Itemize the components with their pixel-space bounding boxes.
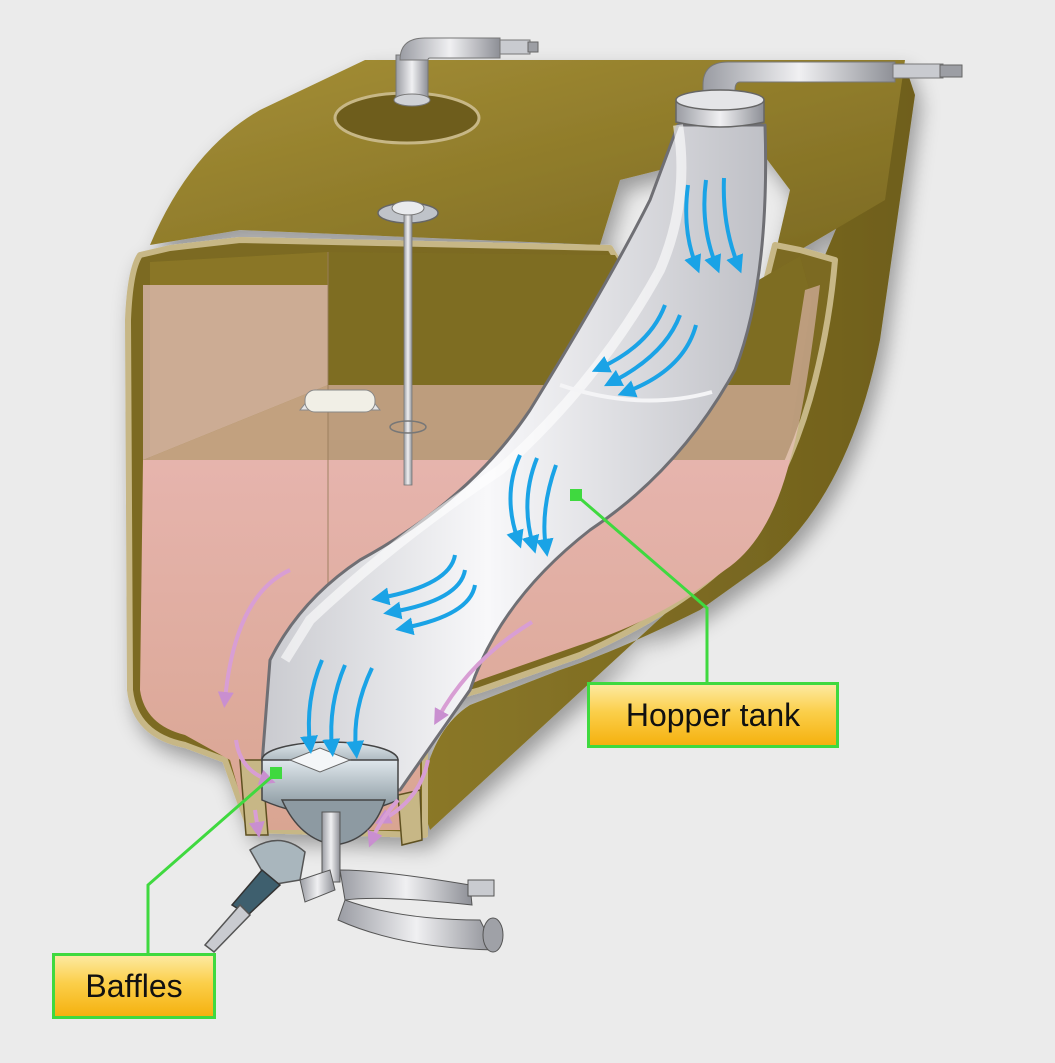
hopper-tank-label: Hopper tank bbox=[587, 682, 839, 748]
inflow-arrow-icon bbox=[217, 568, 291, 708]
baffles-leader bbox=[146, 767, 282, 953]
leader-dot-icon bbox=[570, 489, 582, 501]
inflow-arrow-icon bbox=[367, 798, 400, 848]
flow-arrow-icon bbox=[721, 177, 744, 274]
hopper-tank-label-text: Hopper tank bbox=[625, 696, 801, 733]
outlet-fittings bbox=[203, 811, 504, 954]
flow-arrow-icon bbox=[395, 584, 477, 636]
tank-right-wall bbox=[420, 65, 915, 830]
vent-pipe-left bbox=[393, 37, 539, 107]
inflow-arrow-icon bbox=[248, 809, 265, 838]
flow-arrow-icon bbox=[371, 554, 457, 606]
flow-arrow-icon bbox=[591, 304, 667, 373]
flow-arrow-icon bbox=[535, 464, 558, 557]
flow-arrow-icon bbox=[521, 457, 540, 554]
leader-dot-icon bbox=[270, 767, 282, 779]
flow-arrow-icon bbox=[603, 314, 682, 387]
hopper-tank-leader bbox=[570, 489, 709, 682]
fuel-level-left bbox=[143, 285, 328, 460]
flow-arrows bbox=[300, 177, 744, 759]
inflow-arrow-icon bbox=[234, 739, 276, 785]
vent-pipe-right bbox=[702, 61, 963, 111]
flow-arrow-icon bbox=[506, 454, 524, 549]
flow-arrow-icon bbox=[383, 569, 467, 620]
hopper-tank-tube bbox=[258, 89, 768, 792]
inflow-arrow-icon bbox=[434, 620, 534, 726]
flow-arrow-icon bbox=[300, 659, 324, 754]
flow-arrow-icon bbox=[617, 324, 698, 398]
flow-arrow-icon bbox=[322, 664, 347, 757]
fuel-quantity-float bbox=[298, 200, 439, 486]
inflow-arrows bbox=[217, 568, 534, 848]
flow-arrow-icon bbox=[684, 184, 702, 274]
baffles-label: Baffles bbox=[52, 953, 216, 1019]
tank-top bbox=[150, 60, 905, 255]
baffles-label-text: Baffles bbox=[85, 967, 183, 1004]
flow-arrow-icon bbox=[346, 667, 374, 759]
flow-arrow-icon bbox=[702, 179, 722, 274]
inflow-arrow-icon bbox=[374, 759, 430, 824]
